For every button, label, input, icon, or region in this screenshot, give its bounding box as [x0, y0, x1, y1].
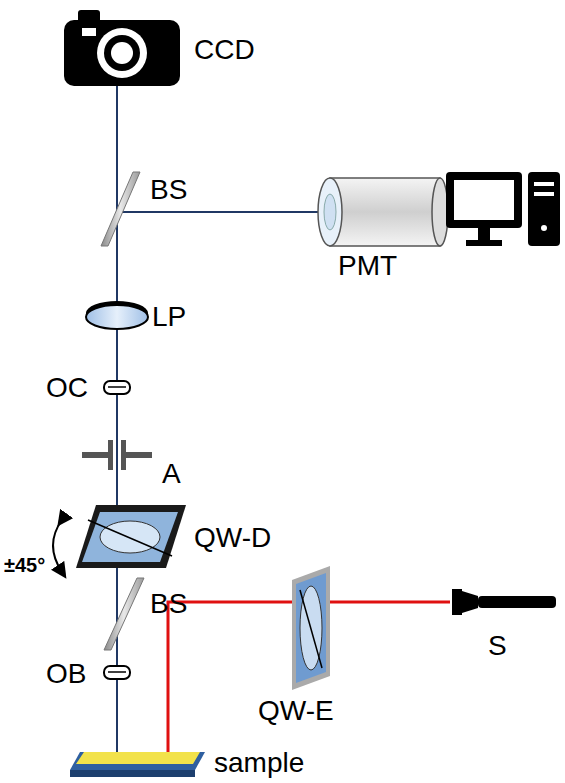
- linear-polarizer: [86, 301, 148, 329]
- computer-icon: [446, 172, 560, 246]
- quarter-wave-plate: [292, 566, 330, 690]
- part-label: QW-D: [194, 524, 271, 552]
- light-source: [452, 589, 556, 615]
- beam-splitter: [104, 578, 144, 650]
- beam: [116, 78, 118, 752]
- angle-label: ±45°: [4, 555, 45, 575]
- camera-icon: [64, 10, 180, 86]
- aperture: [82, 440, 152, 470]
- part-label: BS: [150, 590, 187, 618]
- part-label: A: [162, 460, 181, 488]
- objective-lens: [104, 666, 130, 679]
- quarter-wave-plate: [76, 505, 186, 568]
- part-label: QW-E: [258, 697, 334, 725]
- device-label: PMT: [338, 252, 397, 280]
- part-label: sample: [214, 749, 304, 777]
- beam: [117, 211, 322, 213]
- beam-splitter: [101, 172, 140, 246]
- part-label: LP: [152, 303, 186, 331]
- part-label: BS: [150, 176, 187, 204]
- device-label: CCD: [194, 36, 255, 64]
- part-label: S: [488, 632, 507, 660]
- ocular-lens: [104, 381, 130, 394]
- part-label: OC: [46, 374, 88, 402]
- pmt-symbol: [318, 178, 448, 246]
- rotation-arrow: [53, 520, 62, 572]
- sample-stage: [70, 752, 205, 777]
- part-label: OB: [46, 660, 86, 688]
